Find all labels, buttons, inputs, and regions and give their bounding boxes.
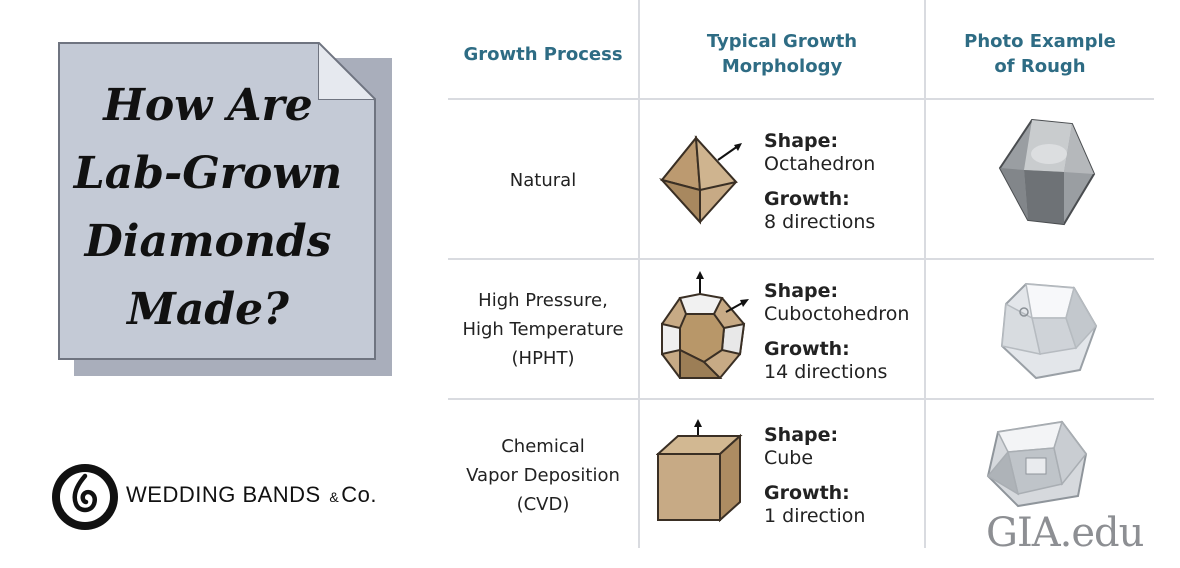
process-line: Chemical — [501, 436, 585, 457]
note-title-line: Made? — [127, 284, 289, 335]
cuboctahedron-icon — [661, 271, 749, 379]
rough-hpht-diamond-photo — [1000, 282, 1098, 380]
shape-value: Octahedron — [764, 153, 876, 175]
wedding-bands-logo-icon — [52, 464, 118, 530]
note-title-line: Lab-Grown — [73, 148, 343, 199]
page-fold-icon — [318, 42, 376, 100]
row-divider — [448, 258, 1154, 260]
rough-octahedron-diamond-photo — [998, 118, 1096, 226]
brand-name: WEDDING BANDS — [126, 482, 321, 507]
growth-process-table: Growth Process Typical Growth Morphology… — [448, 0, 1154, 548]
brand-suffix: Co. — [341, 482, 377, 507]
process-line: High Temperature — [462, 319, 624, 340]
process-line: (CVD) — [516, 494, 570, 515]
growth-label: Growth: — [764, 482, 850, 504]
shape-value: Cube — [764, 447, 814, 469]
process-line: (HPHT) — [511, 348, 575, 369]
growth-value: 1 direction — [764, 505, 866, 527]
header-growth-process: Growth Process — [448, 26, 638, 82]
process-cvd: Chemical Vapor Deposition (CVD) — [448, 432, 638, 519]
morphology-hpht: Shape: Cuboctohedron Growth: 14 directio… — [764, 280, 909, 396]
header-morphology: Typical Growth Morphology — [640, 26, 924, 82]
shape-label: Shape: — [764, 424, 839, 446]
header-line: Typical Growth — [706, 31, 858, 52]
gia-credit: GIA.edu — [986, 510, 1144, 556]
cube-icon — [656, 419, 743, 523]
shape-label: Shape: — [764, 280, 839, 302]
header-line: of Rough — [994, 56, 1086, 77]
shape-label: Shape: — [764, 130, 839, 152]
column-divider — [924, 0, 926, 548]
row-divider — [448, 98, 1154, 100]
header-line: Growth Process — [463, 43, 623, 65]
growth-label: Growth: — [764, 338, 850, 360]
octahedron-icon — [659, 135, 742, 225]
header-line: Morphology — [721, 56, 843, 77]
row-divider — [448, 398, 1154, 400]
brand-wordmark: WEDDING BANDS &Co. — [126, 482, 377, 508]
growth-label: Growth: — [764, 188, 850, 210]
process-natural: Natural — [448, 166, 638, 195]
column-divider — [638, 0, 640, 548]
rough-cvd-diamond-photo — [986, 420, 1088, 508]
growth-value: 14 directions — [764, 361, 888, 383]
morphology-cvd: Shape: Cube Growth: 1 direction — [764, 424, 865, 540]
process-line: Natural — [509, 170, 577, 191]
shape-value: Cuboctohedron — [764, 303, 910, 325]
process-hpht: High Pressure, High Temperature (HPHT) — [448, 286, 638, 373]
note-title: How Are Lab-Grown Diamonds Made? — [58, 72, 358, 344]
note-title-line: Diamonds — [84, 216, 332, 267]
header-line: Photo Example — [964, 31, 1116, 52]
process-line: Vapor Deposition — [466, 465, 620, 486]
note-title-line: How Are — [103, 80, 313, 131]
morphology-natural: Shape: Octahedron Growth: 8 directions — [764, 130, 875, 246]
brand-ampersand: & — [329, 489, 340, 505]
growth-value: 8 directions — [764, 211, 876, 233]
process-line: High Pressure, — [478, 290, 608, 311]
header-photo-example: Photo Example of Rough — [926, 26, 1154, 82]
